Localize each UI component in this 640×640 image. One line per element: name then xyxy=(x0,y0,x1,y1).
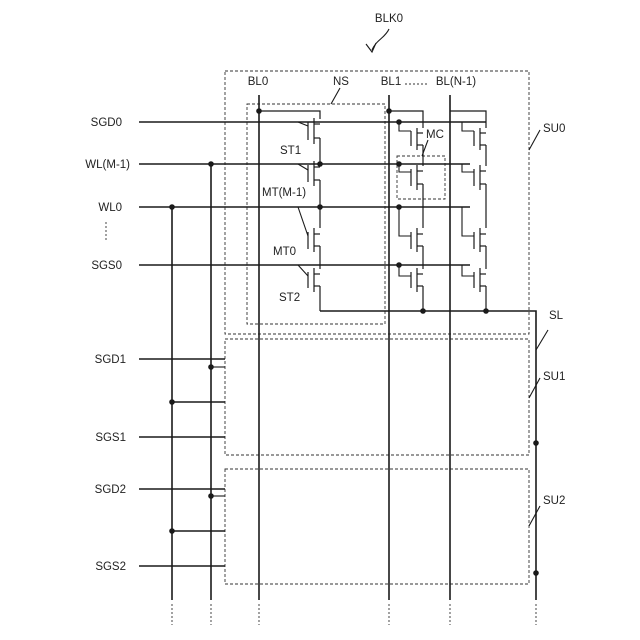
wlm-label: WL(M-1) xyxy=(85,159,130,171)
nand-string-box xyxy=(247,104,385,324)
wl0-label: WL0 xyxy=(98,202,122,214)
nand-string-bl1 xyxy=(389,111,423,311)
block-label: BLK0 xyxy=(375,13,403,25)
bl0-label: BL0 xyxy=(248,76,268,88)
su1-box xyxy=(225,339,529,455)
sgs2-label: SGS2 xyxy=(95,561,126,573)
st1-label: ST1 xyxy=(280,145,301,157)
sgs1-label: SGS1 xyxy=(95,432,126,444)
su1-label: SU1 xyxy=(543,371,565,383)
bl1-label: BL1 xyxy=(381,76,401,88)
mtm-label: MT(M-1) xyxy=(262,187,306,199)
su2-label: SU2 xyxy=(543,495,565,507)
su2-box xyxy=(225,469,529,584)
source-line xyxy=(320,311,536,600)
mt0-label: MT0 xyxy=(273,246,296,258)
block-arrow-head xyxy=(366,43,376,52)
memory-cell-box xyxy=(397,156,445,199)
bln-label: BL(N-1) xyxy=(436,76,476,88)
row-lines xyxy=(139,122,486,566)
ns-label: NS xyxy=(333,76,349,88)
sgs0-label: SGS0 xyxy=(91,260,122,272)
su0-label: SU0 xyxy=(543,123,565,135)
nand-string-bl0 xyxy=(259,111,320,311)
sgd2-label: SGD2 xyxy=(95,484,126,496)
label-leaders xyxy=(331,88,540,526)
st2-label: ST2 xyxy=(279,292,300,304)
nand-string-bln xyxy=(450,111,486,311)
sgd0-label: SGD0 xyxy=(91,117,122,129)
sl-leader xyxy=(536,330,548,350)
mc-label: MC xyxy=(426,129,444,141)
sgd1-label: SGD1 xyxy=(95,354,126,366)
sl-label: SL xyxy=(549,310,564,322)
